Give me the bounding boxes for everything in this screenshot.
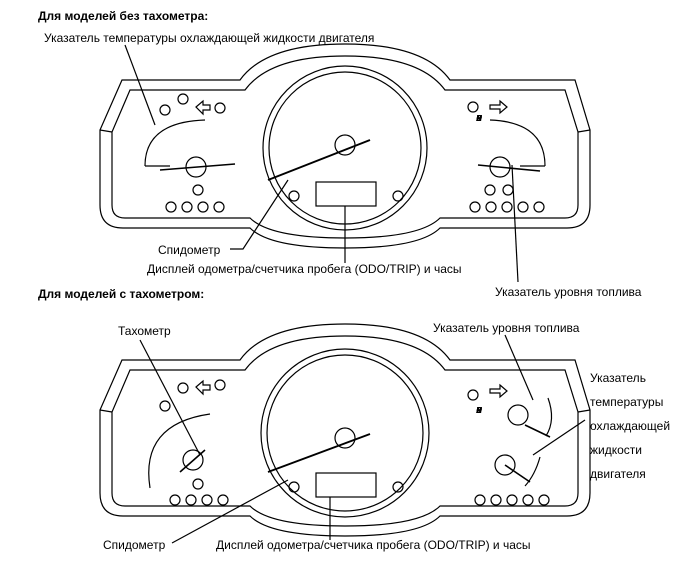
leader-coolant-2	[532, 419, 586, 456]
gear-letter: N	[476, 114, 482, 123]
label-tacho: Тахометр	[118, 324, 171, 338]
fuel-gauge-arc-2	[545, 397, 553, 437]
cluster-housing-outline	[99, 43, 591, 249]
label-speedometer-2: Спидометр	[103, 538, 166, 552]
speedometer-needle-2	[267, 433, 371, 473]
gear-letter: 3	[476, 406, 482, 415]
tacho-gauge-arc	[148, 413, 211, 489]
gear-letter: 3	[476, 114, 482, 123]
label-odo-2: Дисплей одометра/счетчика пробега (ODO/T…	[216, 538, 531, 552]
gear-letter: N	[476, 406, 482, 415]
leader-fuel-2	[504, 334, 534, 401]
leader-tacho	[139, 339, 201, 456]
gear-letter: P	[476, 114, 482, 123]
cluster-housing-outline-2	[99, 323, 591, 537]
coolant-gauge-arc-2	[524, 456, 541, 487]
gear-letter: D	[476, 406, 482, 415]
gear-letter: D	[476, 114, 482, 123]
label-speedometer-1: Спидометр	[158, 243, 221, 257]
gear-letter: P	[476, 406, 482, 415]
coolant-gauge-arc	[144, 119, 206, 167]
leader-coolant-1	[124, 44, 156, 126]
speedometer-needle	[267, 139, 371, 181]
label-fuel-2: Указатель уровня топлива	[433, 321, 580, 335]
gear-letter: R	[476, 406, 482, 415]
label-odo-1: Дисплей одометра/счетчика пробега (ODO/T…	[147, 262, 462, 276]
gear-letter: R	[476, 114, 482, 123]
leader-speedo-2	[171, 479, 289, 544]
odo-display	[315, 181, 377, 207]
speedometer-dial-2	[260, 348, 430, 518]
gear-letter: 2	[476, 406, 482, 415]
heading-with-tach: Для моделей с тахометром:	[38, 287, 205, 301]
label-fuel-1: Указатель уровня топлива	[495, 285, 642, 299]
odo-display-2	[315, 472, 377, 498]
label-coolant-line: двигателя	[590, 467, 646, 481]
label-coolant-1: Указатель температуры охлаждающей жидкос…	[44, 31, 375, 45]
label-coolant-line: температуры	[590, 395, 664, 409]
label-coolant-line: жидкости	[590, 443, 642, 457]
heading-no-tach: Для моделей без тахометра:	[38, 9, 209, 23]
leader-fuel-1	[511, 164, 519, 283]
gear-letter: 2	[476, 114, 482, 123]
label-coolant-line: охлаждающей	[590, 419, 671, 433]
label-coolant-line: Указатель	[590, 371, 646, 385]
leader-speedo-1	[230, 179, 289, 250]
gear-letter: L	[476, 406, 482, 415]
gear-letter: L	[476, 114, 482, 123]
label-coolant-2: Указатель температуры охлаждающей жидкос…	[590, 366, 670, 486]
fuel-gauge-arc	[489, 119, 546, 167]
